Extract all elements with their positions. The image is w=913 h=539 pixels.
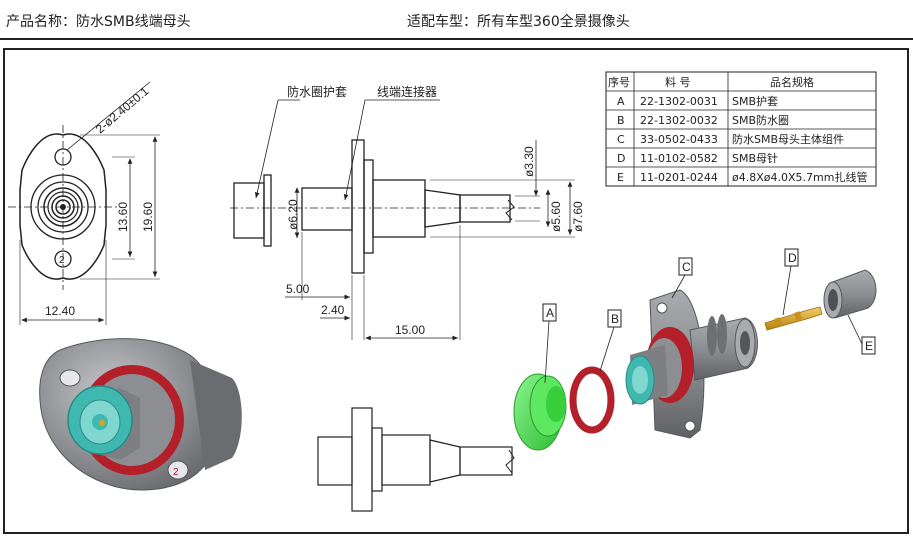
assembly-outline (317, 407, 515, 512)
bom-row-d-no: D (617, 152, 625, 165)
bom-row-d-spec: SMB母针 (732, 151, 778, 165)
flange-outline (19, 133, 107, 280)
label-c: C (682, 260, 691, 274)
dia-large: ø7.60 (571, 201, 585, 232)
part-d-pin (764, 306, 823, 331)
bom-row-c-spec: 防水SMB母头主体组件 (732, 132, 844, 146)
mount-hole-bottom (54, 250, 72, 268)
part-a-sleeve (513, 373, 567, 451)
bom-row-e-no: E (617, 171, 624, 184)
bom-row-c-part: 33-0502-0433 (640, 133, 718, 146)
dia-mid: ø5.60 (549, 201, 563, 232)
label-a: A (546, 306, 554, 320)
dia-small: ø3.30 (522, 146, 536, 177)
dim-height-inner: 13.60 (116, 202, 130, 232)
part-e-tube (823, 269, 877, 319)
dim-c: 15.00 (395, 323, 425, 337)
bom-table: 序号 料 号 品名规格 A 22-1302-0031 SMB护套 B 22-13… (605, 71, 877, 187)
label-e: E (865, 339, 873, 353)
dim-height-outer: 19.60 (141, 202, 155, 232)
dim-a: 5.00 (286, 282, 310, 296)
bom-row-e-spec: ø4.8Xø4.0X5.7mm扎线管 (732, 170, 867, 184)
bom-row-e-part: 11-0201-0244 (640, 171, 718, 184)
bom-row-c-no: C (617, 133, 625, 146)
side-view: ø6.20 ø3.30 ø5.60 ø7.60 5.00 2.40 15.00 (230, 84, 585, 341)
label-b: B (611, 312, 619, 326)
bom-header-spec: 品名规格 (770, 75, 814, 89)
bom-row-a-spec: SMB护套 (732, 94, 778, 108)
pin-mark: 2 (59, 255, 65, 266)
dia-sleeve: ø6.20 (286, 199, 300, 230)
drawing-frame (3, 48, 909, 534)
bom-row-a-part: 22-1302-0031 (640, 95, 718, 108)
dim-b: 2.40 (321, 303, 345, 317)
fit-vehicle: 适配车型：所有车型360全景摄像头 (407, 14, 630, 30)
exploded-view: A B C D E (513, 248, 877, 451)
part-c-body (625, 289, 758, 439)
bom-row-b-no: B (617, 114, 625, 127)
dim-width: 12.40 (45, 304, 75, 318)
bom-row-d-part: 11-0102-0582 (640, 152, 718, 165)
svg-text:2: 2 (173, 467, 179, 478)
label-d: D (788, 251, 797, 265)
header-bar: 产品名称：防水SMB线端母头 适配车型：所有车型360全景摄像头 (0, 0, 913, 40)
front-view: 2 2-ø2.40±0.1 13.60 19.60 12.40 (8, 81, 160, 325)
callout-connector: 线端连接器 (377, 84, 437, 99)
callout-sleeve: 防水圈护套 (287, 84, 347, 99)
bom-header-no: 序号 (608, 75, 630, 89)
hole-note: 2-ø2.40±0.1 (93, 84, 152, 136)
product-name: 产品名称：防水SMB线端母头 (6, 14, 191, 30)
bom-header-part: 料 号 (665, 75, 691, 89)
part-b-ring (569, 366, 615, 434)
bom-row-a-no: A (617, 95, 625, 108)
bom-row-b-part: 22-1302-0032 (640, 114, 718, 127)
mount-hole-top (54, 148, 72, 166)
render-3d-front: 2 (39, 338, 242, 491)
bom-row-b-spec: SMB防水圈 (732, 113, 789, 127)
